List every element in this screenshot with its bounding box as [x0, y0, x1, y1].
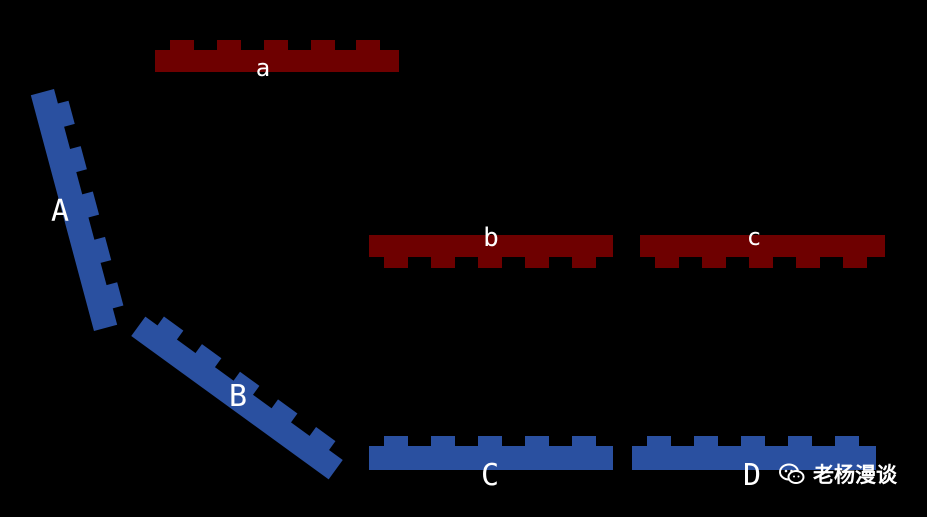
strip-c-shape [640, 235, 885, 268]
strip-a-label: a [256, 54, 270, 82]
strip-b-label: b [483, 223, 499, 253]
strip-D-label: D [743, 458, 761, 493]
strip-D: D [632, 436, 876, 493]
wechat-icon [779, 463, 805, 484]
strip-A-label: A [51, 194, 69, 229]
watermark: 老杨漫谈 [779, 459, 897, 489]
strip-A: A [30, 89, 124, 331]
strip-c: c [640, 223, 885, 268]
strip-a: a [155, 40, 399, 82]
strip-C-shape [369, 436, 613, 470]
strip-C: C [369, 436, 613, 493]
strip-D-shape [632, 436, 876, 470]
strip-B: B [131, 316, 343, 480]
watermark-text: 老杨漫谈 [813, 463, 897, 487]
strip-B-label: B [229, 379, 247, 414]
strip-C-label: C [481, 458, 499, 493]
strip-c-label: c [747, 223, 761, 251]
strip-a-shape [155, 40, 399, 72]
strip-B-shape [131, 316, 343, 480]
strip-b-shape [369, 235, 613, 268]
strip-A-shape [30, 89, 124, 331]
strip-b: b [369, 223, 613, 268]
